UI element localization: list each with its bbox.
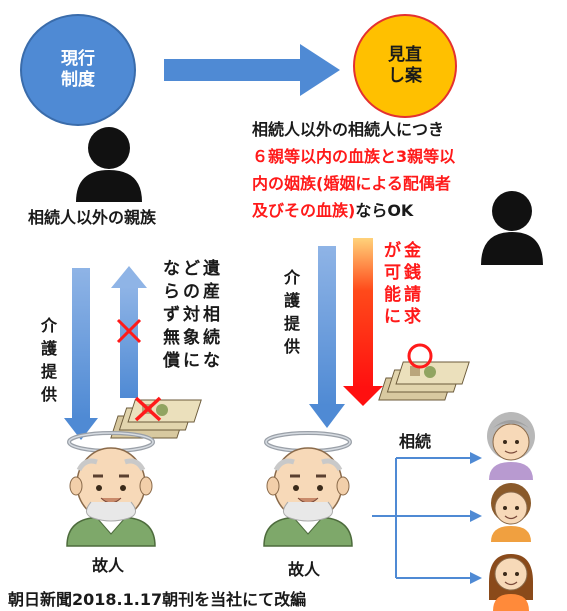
cross-mark-arrow bbox=[116, 318, 142, 344]
person-silhouette-right bbox=[481, 191, 543, 265]
proposal-line2: し案 bbox=[388, 66, 422, 86]
current-system-line1: 現行 bbox=[61, 48, 95, 69]
heir-girl bbox=[489, 554, 533, 611]
eligibility-line4: 及びその血族)ならOK bbox=[252, 197, 455, 224]
money-bundle-right bbox=[378, 343, 470, 401]
deceased-figure-right bbox=[264, 433, 352, 546]
unpaid-text: など遺 らの産 ず対相 無象続 償にな bbox=[163, 259, 220, 371]
eligibility-text: 相続人以外の相続人につき ６親等以内の血族と3親等以 内の姻族(婚姻による配偶者… bbox=[252, 116, 455, 224]
eligibility-line4-red: 及びその血族) bbox=[252, 201, 356, 220]
person-silhouette-left bbox=[76, 127, 142, 202]
unpaid-arrow-up bbox=[111, 266, 147, 398]
claim-text: が金 可銭 能請 に求 bbox=[384, 241, 421, 327]
source-caption: 朝日新聞2018.1.17朝刊を当社にて改編 bbox=[8, 590, 307, 609]
care-arrow-left bbox=[64, 268, 98, 440]
money-bundle-left bbox=[110, 396, 202, 439]
eligibility-line4-black: ならOK bbox=[355, 201, 414, 220]
care-arrow-right bbox=[309, 246, 345, 428]
deceased-figure-left bbox=[67, 433, 155, 546]
inheritance-label: 相続 bbox=[399, 432, 432, 451]
care-provision-left: 介 護 提 供 bbox=[40, 316, 57, 404]
inheritance-bracket bbox=[372, 452, 482, 584]
heir-woman bbox=[491, 483, 531, 542]
proposal-line1: 見直 bbox=[388, 44, 422, 65]
eligibility-line2: ６親等以内の血族と3親等以 bbox=[252, 147, 456, 166]
heir-elderly-woman bbox=[487, 412, 535, 480]
current-system-circle: 現行 制度 bbox=[20, 14, 136, 126]
current-system-line2: 制度 bbox=[61, 70, 95, 90]
transition-arrow bbox=[164, 44, 340, 96]
eligibility-line3: 内の姻族(婚姻による配偶者 bbox=[252, 174, 451, 193]
proposal-circle: 見直 し案 bbox=[353, 14, 457, 118]
relatives-label: 相続人以外の親族 bbox=[28, 208, 157, 227]
care-provision-right: 介 護 提 供 bbox=[283, 268, 300, 356]
deceased-label-right: 故人 bbox=[288, 560, 321, 579]
claim-arrow bbox=[343, 238, 383, 406]
deceased-label-left: 故人 bbox=[92, 556, 125, 575]
eligibility-line1: 相続人以外の相続人につき bbox=[252, 120, 445, 139]
